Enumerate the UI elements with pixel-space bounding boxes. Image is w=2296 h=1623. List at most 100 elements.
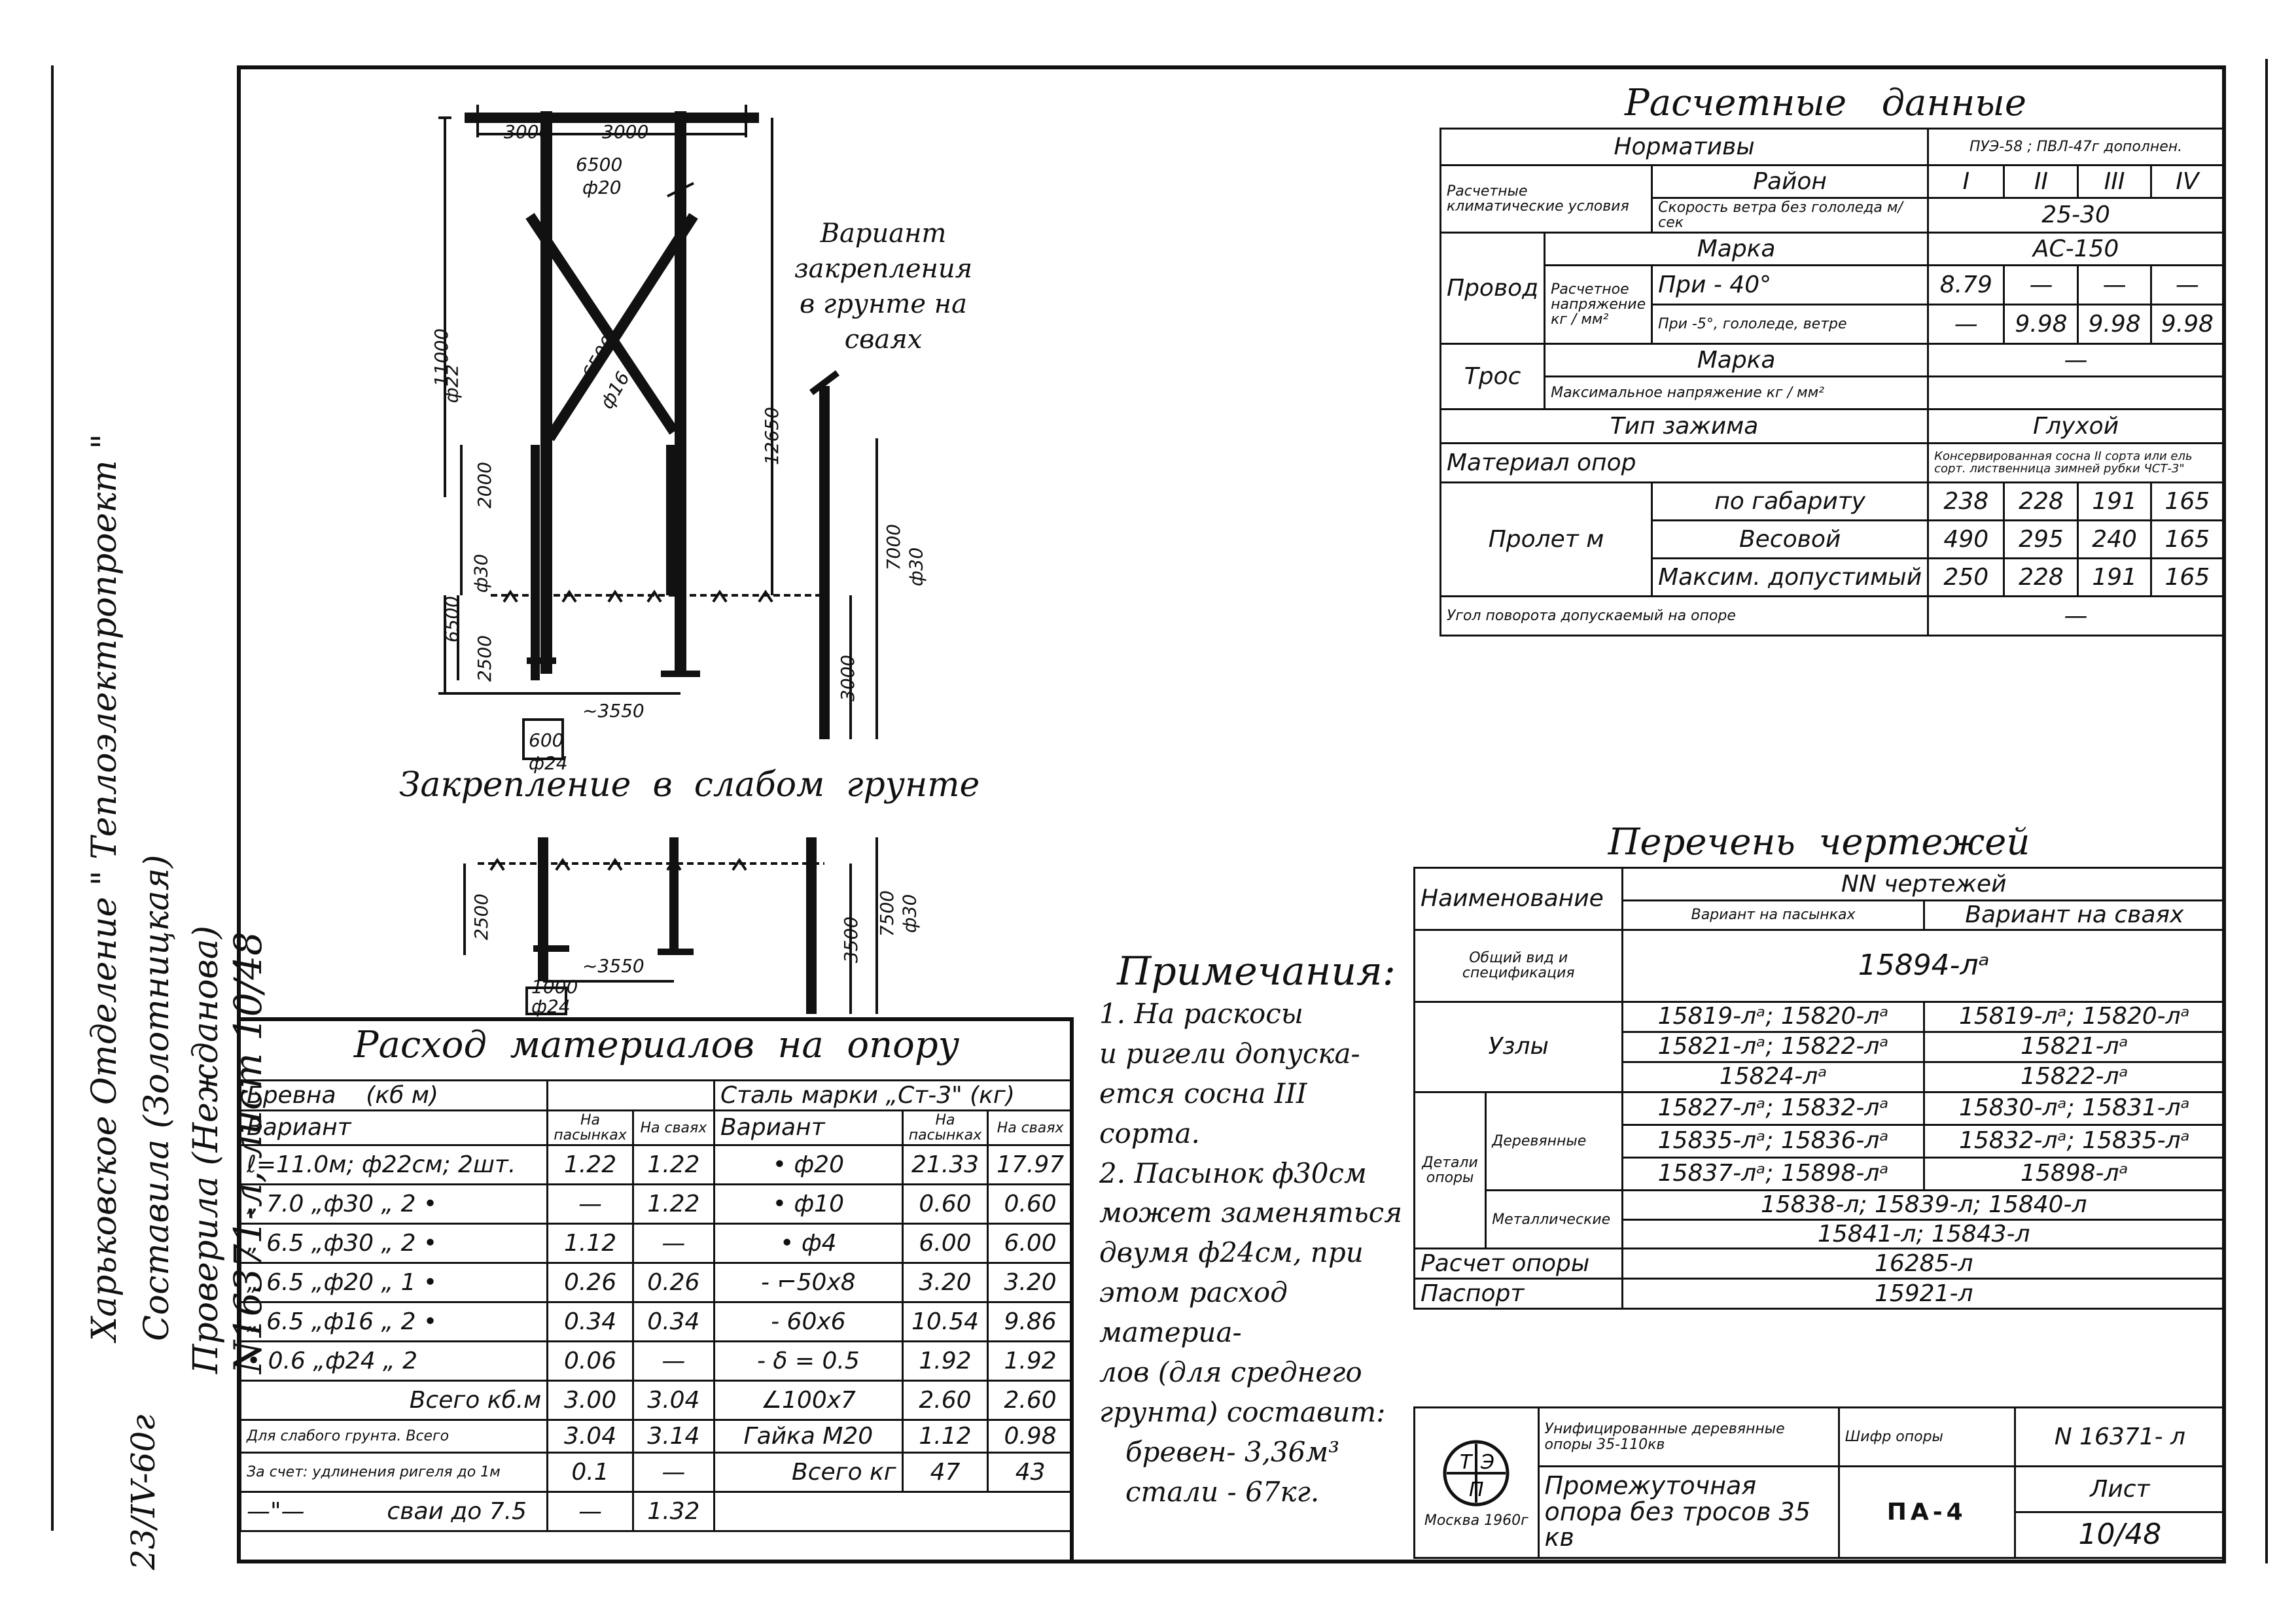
- drawings-table: Наименование NN чертежей Вариант на пасы…: [1413, 867, 2227, 1310]
- table-row: „ 6.5 „ф16 „ 2 • 0.34 0.34 - 60х6 10.54 …: [239, 1301, 1074, 1343]
- logo-letter-p: П: [1469, 1478, 1484, 1501]
- span-row2-label: Весовой: [1651, 519, 1930, 560]
- cable-mark-value: —: [1927, 343, 2225, 378]
- account-p: 0.1: [546, 1452, 634, 1493]
- stress5-label: При -5°, гололеде, ветре: [1651, 304, 1930, 345]
- stress40-1: 8.79: [1927, 264, 2005, 306]
- steel-total-p: 47: [901, 1452, 989, 1493]
- steel-s: 0.98: [987, 1419, 1074, 1454]
- steel-s: 17.97: [987, 1144, 1074, 1186]
- stress40-label: При - 40°: [1651, 264, 1930, 306]
- log-s: —: [631, 1340, 715, 1382]
- stamp-name: Промежуточная опора без тросов 35 кв: [1537, 1465, 1840, 1559]
- climate-label: Расчетные климатические условия: [1439, 164, 1653, 234]
- notes-line-9: грунта) составит:: [1099, 1395, 1386, 1428]
- dl-metal-label: Металлические: [1485, 1189, 1624, 1250]
- steel-item: - 60х6: [713, 1301, 904, 1343]
- log-item: „ 6.5 „ф16 „ 2 •: [239, 1301, 549, 1343]
- dim-3000-svai: 3000: [837, 654, 859, 702]
- steel-s: 6.00: [987, 1223, 1074, 1265]
- steel-s: 0.60: [987, 1183, 1074, 1225]
- cable-stress-value: [1927, 375, 2225, 411]
- steel-p: 10.54: [901, 1301, 989, 1343]
- stress40-2: —: [2003, 264, 2079, 306]
- weak-total-label: Для слабого грунта. Всего: [239, 1419, 549, 1454]
- steel-total-label: Всего кг: [713, 1452, 904, 1493]
- logs-on-pasynki: На пасынках: [546, 1109, 634, 1147]
- wire-label: Провод: [1439, 232, 1546, 345]
- logs-total-s: 3.04: [631, 1380, 715, 1422]
- account-s: —: [631, 1452, 715, 1493]
- dl-wood-2a: 15835-лᵃ; 15836-лᵃ: [1621, 1123, 1925, 1159]
- span-row1-v4: 165: [2149, 481, 2225, 522]
- pole-drawing: [438, 105, 878, 1015]
- table-row: ℓ=11.0м; ф22см; 2шт. 1.22 1.22 • ф20 21.…: [239, 1144, 1074, 1186]
- steel-s: 1.92: [987, 1340, 1074, 1382]
- log-item: „ 6.5 „ф20 „ 1 •: [239, 1262, 549, 1304]
- table-row: За счет: удлинения ригеля до 1м 0.1 — Вс…: [239, 1452, 1074, 1493]
- notes-line-6: двумя ф24см, при: [1099, 1236, 1364, 1269]
- weak-total-s: 3.14: [631, 1419, 715, 1454]
- svai-s: 1.32: [631, 1491, 715, 1533]
- angle-label: Угол поворота допускаемый на опоре: [1439, 595, 1930, 637]
- span-row2-v4: 165: [2149, 519, 2225, 560]
- log-item: ℓ=11.0м; ф22см; 2шт.: [239, 1144, 549, 1186]
- tep-logo-icon: Т Э П: [1443, 1440, 1510, 1507]
- dl-calc-label: Расчет опоры: [1413, 1248, 1624, 1280]
- stamp-number: N 16371- л: [2013, 1406, 2227, 1467]
- mark-label: Марка: [1544, 232, 1930, 267]
- steel-s: 3.20: [987, 1262, 1074, 1304]
- calc-title: Расчетные данные: [1625, 82, 2026, 124]
- dl-node-1b: 15819-лᵃ; 15820-лᵃ: [1922, 1000, 2227, 1033]
- notes-line-4: 2. Пасынок ф30см: [1099, 1157, 1367, 1189]
- mark-value: АС-150: [1927, 232, 2225, 267]
- stress5-1: —: [1927, 304, 2005, 345]
- clamp-value: Глухой: [1927, 408, 2225, 445]
- steel-header: Сталь марки „Ст-3" (кг): [713, 1079, 1074, 1111]
- span-row2-v3: 240: [2077, 519, 2152, 560]
- table-row: • 0.6 „ф24 „ 2 0.06 — - δ = 0.5 1.92 1.9…: [239, 1340, 1074, 1382]
- stamp-code: ПА-4: [1837, 1465, 2016, 1559]
- logo-letter-e: Э: [1480, 1451, 1494, 1474]
- notes-line-7: этом расход материа-: [1099, 1276, 1288, 1349]
- dim-600: 600: [529, 729, 564, 751]
- logs-total-p: 3.00: [546, 1380, 634, 1422]
- stress5-3: 9.98: [2077, 304, 2152, 345]
- wind-value: 25-30: [1927, 196, 2225, 234]
- norms-value: ПУЭ-58 ; ПВЛ-47г дополнен.: [1927, 128, 2225, 166]
- stress40-3: —: [2077, 264, 2152, 306]
- region-3: III: [2077, 164, 2152, 199]
- span-row3-v2: 228: [2003, 557, 2079, 598]
- stamp-series: Унифицированные деревянные опоры 35-110к…: [1537, 1406, 1840, 1467]
- notes-title: Примечания:: [1117, 949, 1396, 994]
- dl-col2: Вариант на сваях: [1922, 899, 2227, 931]
- weak-dim-7500: 7500: [876, 890, 898, 937]
- weak-total-p: 3.04: [546, 1419, 634, 1454]
- right-edge-line: [2265, 59, 2268, 1563]
- steel-variant: Вариант: [713, 1109, 904, 1147]
- log-item: „ 7.0 „ф30 „ 2 •: [239, 1183, 549, 1225]
- notes-line-3: ется сосна III сорта.: [1099, 1077, 1307, 1149]
- cable-mark-label: Марка: [1544, 343, 1930, 378]
- log-p: 0.26: [546, 1262, 634, 1304]
- table-row: „ 6.5 „ф20 „ 1 • 0.26 0.26 - ⌐50х8 3.20 …: [239, 1262, 1074, 1304]
- wind-label: Скорость ветра без гололеда м/сек: [1651, 196, 1930, 234]
- dl-details-label: Детали опоры: [1413, 1091, 1487, 1250]
- dl-wood-3a: 15837-лᵃ; 15898-лᵃ: [1621, 1156, 1925, 1191]
- steel-s: 2.60: [987, 1380, 1074, 1422]
- span-row2-v1: 490: [1927, 519, 2005, 560]
- span-row1-v1: 238: [1927, 481, 2005, 522]
- dl-metal-value2: 15841-л; 15843-л: [1621, 1218, 2226, 1250]
- dim-6500-top: 6500: [576, 154, 623, 175]
- table-row: —"— сваи до 7.5 — 1.32: [239, 1491, 1074, 1533]
- steel-p: 3.20: [901, 1262, 989, 1304]
- log-s: —: [631, 1223, 715, 1265]
- stamp-sheet-label: Лист: [2013, 1465, 2227, 1513]
- dl-general-label: Общий вид и спецификация: [1413, 928, 1624, 1003]
- weak-dim-3550: ~3550: [582, 955, 645, 977]
- log-s: 1.22: [631, 1144, 715, 1186]
- logo-letter-t: Т: [1460, 1451, 1474, 1474]
- log-item: • 0.6 „ф24 „ 2: [239, 1340, 549, 1382]
- dl-nn-label: NN чертежей: [1621, 867, 2226, 901]
- dl-general-value: 15894-лᵃ: [1621, 928, 2226, 1003]
